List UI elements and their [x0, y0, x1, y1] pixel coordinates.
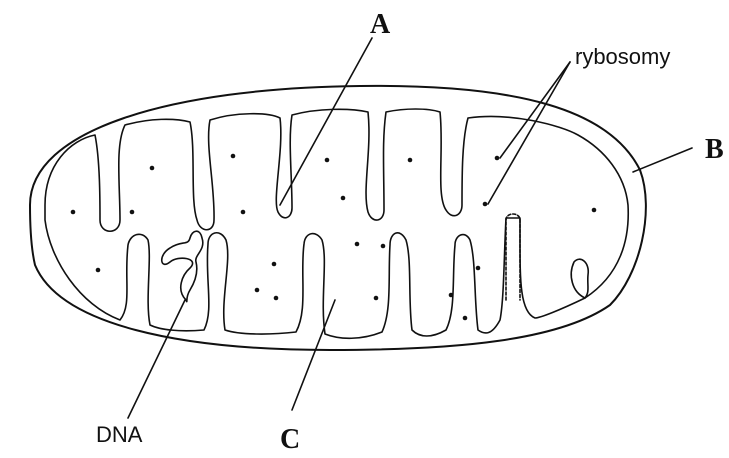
ribosome-dot: [381, 244, 386, 249]
ribosome-dot: [71, 210, 76, 215]
ribosome-dot: [150, 166, 155, 171]
leader-line-ribosome-2: [488, 62, 570, 204]
ribosome-dot: [449, 293, 454, 298]
ribosome-dot: [241, 210, 246, 215]
ribosome-dot: [483, 202, 488, 207]
ribosome-dots: [71, 154, 597, 321]
ribosome-dot: [130, 210, 135, 215]
label-c: C: [280, 424, 300, 455]
dna-strand: [162, 231, 203, 301]
ribosome-dot: [592, 208, 597, 213]
ribosome-dot: [272, 262, 277, 267]
label-dna: DNA: [96, 422, 143, 447]
label-a: A: [370, 9, 391, 40]
inner-membrane: [45, 109, 628, 338]
crista-dashed: [506, 214, 520, 300]
ribosome-dot: [374, 296, 379, 301]
ribosome-dot: [408, 158, 413, 163]
ribosome-dot: [255, 288, 260, 293]
label-b: B: [705, 134, 724, 165]
ribosome-dot: [355, 242, 360, 247]
ribosome-dot: [325, 158, 330, 163]
leader-line-c: [292, 300, 335, 410]
leader-line-dna: [128, 300, 185, 418]
crista-bump: [571, 259, 588, 298]
ribosome-dot: [274, 296, 279, 301]
ribosome-dot: [463, 316, 468, 321]
label-ribosomes: rybosomy: [575, 44, 670, 69]
leader-line-a: [280, 38, 372, 205]
ribosome-dot: [96, 268, 101, 273]
ribosome-dot: [476, 266, 481, 271]
ribosome-dot: [231, 154, 236, 159]
ribosome-dot: [495, 156, 500, 161]
leader-line-ribosome-1: [500, 62, 570, 158]
leader-line-b: [633, 148, 692, 172]
ribosome-dot: [341, 196, 346, 201]
